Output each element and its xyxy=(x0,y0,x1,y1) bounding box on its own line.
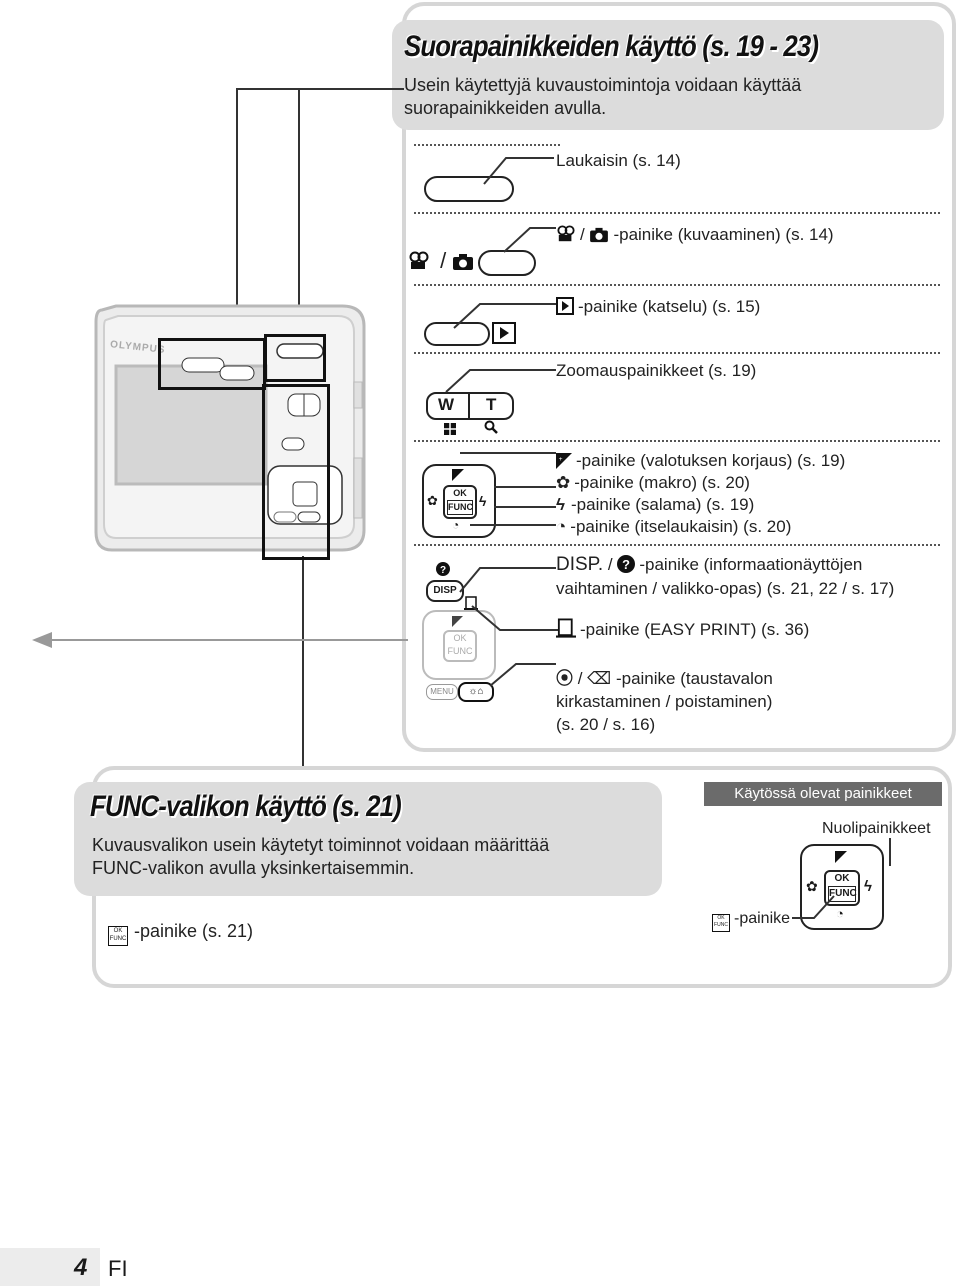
leader-line xyxy=(236,88,404,90)
exposure-icon xyxy=(452,614,463,632)
svg-text:+: + xyxy=(559,456,563,463)
func-text: FUNC xyxy=(447,500,473,515)
leader-line xyxy=(236,88,238,340)
print-icon xyxy=(556,618,580,639)
leader-line xyxy=(889,838,891,866)
arrow-pad-illustration: OK FUNC ✿ ϟ ◔ xyxy=(422,464,496,538)
backlight-icon: ⦿ xyxy=(556,669,573,688)
divider xyxy=(414,212,940,214)
highlight-box-shutter xyxy=(264,334,326,382)
leader-line xyxy=(489,663,556,687)
zoom-lever-illustration: W T xyxy=(426,392,514,420)
section-banner xyxy=(392,20,944,130)
movie-shoot-label: / -painike (kuvaaminen) (s. 14) xyxy=(556,224,834,246)
leader-line xyxy=(459,567,556,593)
self-timer-icon: ◔ xyxy=(452,518,460,532)
movie-icon xyxy=(556,225,580,244)
section-title: Suorapainikkeiden käyttö (s. 19 - 23) xyxy=(404,30,819,63)
leader-line xyxy=(460,452,556,454)
exposure-icon xyxy=(835,850,847,868)
backlight-delete-button-illustration: ☼⌂ xyxy=(458,682,494,702)
divider xyxy=(414,352,940,354)
leader-line xyxy=(453,303,556,329)
macro-label: ✿-painike (makro) (s. 20) xyxy=(556,473,750,492)
active-buttons-header: Käytössä olevat painikkeet xyxy=(704,782,942,806)
camera-icon xyxy=(446,248,478,273)
movie-shoot-button-illustration xyxy=(478,250,536,276)
self-timer-label: ◔-painike (itselaukaisin) (s. 20) xyxy=(556,517,792,536)
left-arrow-icon xyxy=(32,632,408,648)
section-title: FUNC-valikon käyttö (s. 21) xyxy=(90,790,402,823)
flash-icon: ϟ xyxy=(556,495,565,514)
zoom-tele-label: T xyxy=(486,395,497,414)
index-view-icon xyxy=(444,422,456,440)
menu-button-illustration: MENU xyxy=(426,684,458,700)
disp-label: DISP. / ?-painike (informaationäyttöjen … xyxy=(556,554,895,598)
backlight-label: ⦿ / ⌫ -painike (taustavalon kirkastamine… xyxy=(556,669,773,734)
movie-camera-symbols: / xyxy=(408,250,478,272)
self-timer-icon: ◔ xyxy=(556,517,567,536)
leader-line xyxy=(503,227,556,253)
movie-icon xyxy=(408,248,440,273)
macro-icon: ✿ xyxy=(427,493,438,508)
section-description: Usein käytettyjä kuvaustoimintoja voidaa… xyxy=(404,75,802,118)
playback-label: -painike (katselu) (s. 15) xyxy=(556,296,760,318)
macro-icon: ✿ xyxy=(556,473,571,492)
camera-illustration: OLYMPUS xyxy=(92,298,374,558)
leader-line xyxy=(494,506,556,508)
flash-icon: ϟ xyxy=(479,493,487,509)
section-description: Kuvausvalikon usein käytetyt toiminnot v… xyxy=(92,835,550,878)
play-icon xyxy=(492,322,516,344)
zoom-label: Zoomauspainikkeet (s. 19) xyxy=(556,361,757,380)
leader-line xyxy=(445,369,556,393)
leader-line xyxy=(471,605,558,631)
help-icon: ? xyxy=(436,562,450,581)
arrow-keys-label: Nuolipainikkeet xyxy=(822,820,931,837)
page-number-tab xyxy=(0,1248,100,1286)
section-banner xyxy=(74,782,662,896)
leader-line xyxy=(470,524,556,526)
divider xyxy=(414,144,560,146)
page-number: 4 xyxy=(74,1254,88,1281)
leader-line xyxy=(298,88,300,338)
leader-line xyxy=(494,486,556,488)
exposure-label: +-painike (valotuksen korjaus) (s. 19) xyxy=(556,450,845,472)
svg-text:?: ? xyxy=(440,565,446,576)
zoom-wide-label: W xyxy=(438,395,455,414)
svg-text:?: ? xyxy=(623,557,631,572)
leader-line xyxy=(483,157,554,185)
help-icon: ? xyxy=(617,555,639,574)
leader-line xyxy=(302,556,304,768)
shutter-button-illustration xyxy=(424,176,514,202)
func-text: FUNC xyxy=(828,886,857,902)
disp-button-illustration: DISP xyxy=(426,580,464,602)
trash-icon: ⌫ xyxy=(587,669,612,688)
highlight-box-shoot-buttons xyxy=(158,338,266,390)
self-timer-icon: ◔ xyxy=(836,906,844,921)
ok-text: OK xyxy=(834,873,850,884)
divider xyxy=(414,544,940,546)
divider xyxy=(414,284,940,286)
language-code: FI xyxy=(108,1256,128,1281)
divider xyxy=(414,440,940,442)
ok-text: OK xyxy=(453,488,467,498)
camera-icon xyxy=(589,225,613,244)
exposure-icon: + xyxy=(556,451,576,470)
highlight-box-control-panel xyxy=(262,384,330,560)
exposure-icon xyxy=(452,468,464,486)
leader-line xyxy=(792,895,835,919)
arrow-pad-diagram: OK FUNC ✿ ϟ ◔ xyxy=(800,844,884,930)
print-label: -painike (EASY PRINT) (s. 36) xyxy=(556,618,809,641)
flash-icon: ϟ xyxy=(864,878,872,895)
shutter-label: Laukaisin (s. 14) xyxy=(556,151,681,170)
flash-label: ϟ-painike (salama) (s. 19) xyxy=(556,495,755,514)
macro-icon: ✿ xyxy=(806,878,818,894)
magnify-icon xyxy=(484,420,498,439)
play-icon xyxy=(556,297,578,316)
